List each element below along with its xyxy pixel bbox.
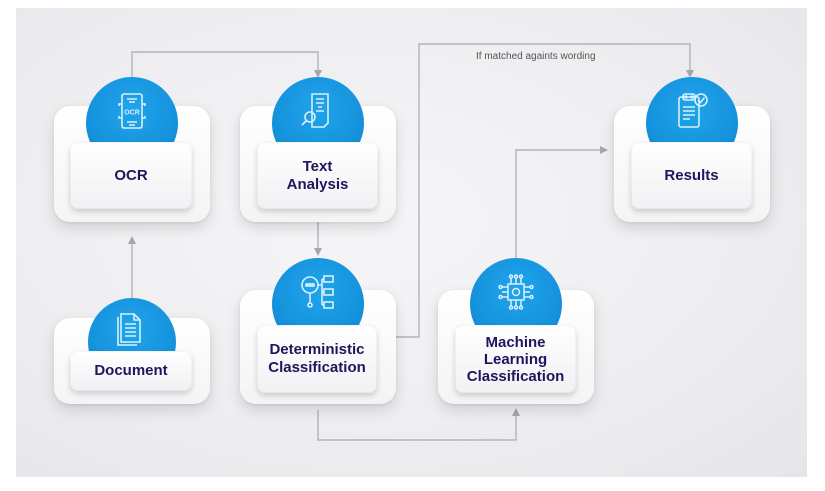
node-ml-label: Machine Learning Classification xyxy=(455,325,576,393)
edge-deterministic-to-results xyxy=(396,43,694,338)
node-ocr-label: OCR xyxy=(70,142,192,209)
document-search-icon xyxy=(301,93,329,128)
ocr-scan-icon: OCR xyxy=(118,93,146,129)
node-label-line: Classification xyxy=(268,359,366,376)
node-label: Document xyxy=(94,362,168,379)
edge-annotation: If matched againts wording xyxy=(476,51,596,62)
node-label-line: Learning xyxy=(483,350,548,368)
node-label-line: Machine xyxy=(485,333,546,351)
edge-ml-to-results xyxy=(515,146,608,258)
node-label-line: Deterministic xyxy=(269,341,365,358)
clipboard-check-icon xyxy=(678,93,708,128)
node-text-analysis-label: Text Analysis xyxy=(257,142,378,209)
node-label: OCR xyxy=(114,166,148,184)
node-results-label: Results xyxy=(631,142,752,209)
magnifier-tree-icon xyxy=(301,275,334,309)
node-deterministic-label: Deterministic Classification xyxy=(257,325,377,393)
node-label-line: Analysis xyxy=(286,175,349,193)
chip-gear-icon xyxy=(498,274,534,310)
node-label-line: Text xyxy=(302,157,333,175)
node-document-label: Document xyxy=(70,351,192,391)
node-label-line: Classification xyxy=(466,367,565,385)
edge-deterministic-to-ml xyxy=(317,408,520,441)
svg-text:OCR: OCR xyxy=(124,110,140,117)
edge-ocr-to-text-analysis xyxy=(131,51,322,78)
document-pages-icon xyxy=(117,313,141,346)
node-label: Results xyxy=(664,166,719,184)
